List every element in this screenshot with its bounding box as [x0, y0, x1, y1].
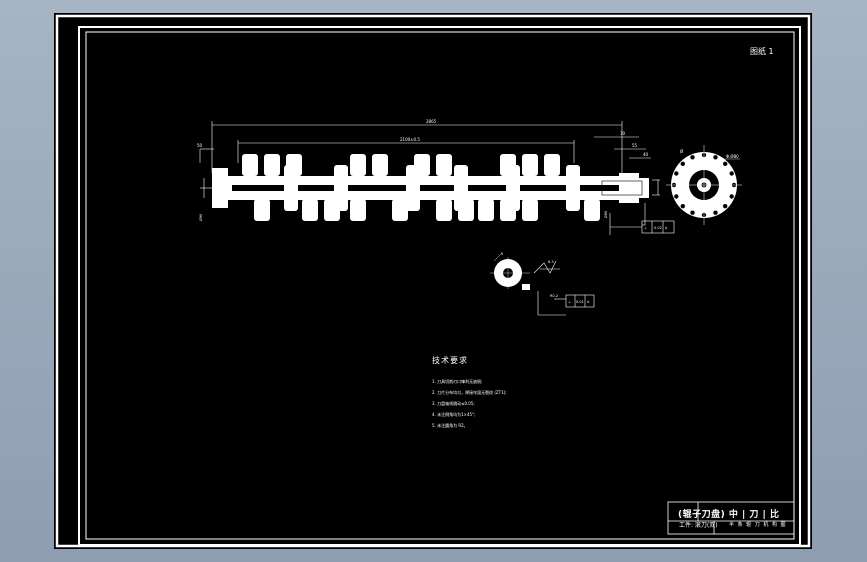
cutter-disc-middle [454, 165, 468, 211]
shaft-left-end [212, 168, 228, 208]
tech-note: 2. 刀片分布均匀，焊接牢固无裂纹 (ZT1); [432, 390, 507, 395]
dim-c: 40 [643, 152, 649, 157]
disc-tooth-notch [729, 194, 734, 199]
disc-tooth-notch [729, 171, 734, 176]
svg-text:0.01: 0.01 [576, 300, 584, 304]
svg-text:Ø60: Ø60 [603, 211, 608, 218]
tech-note: 3. 刀盘轴线跳动≤0.05; [432, 401, 475, 406]
cutter-disc-lower [436, 199, 452, 221]
cutter-disc-upper [350, 154, 366, 176]
disc-tooth-notch [680, 204, 685, 209]
shaft-bore [232, 185, 620, 191]
top-dimension-text: 2865 2100±0.5 70 55 40 50 [197, 119, 649, 157]
sheet-label: 图纸 1 [750, 47, 774, 56]
svg-text:⊥: ⊥ [568, 300, 571, 304]
technical-requirements-title: 技术要求 [432, 356, 468, 365]
side-view-disc: Ø Φ.Ø80 [666, 145, 742, 225]
inner-frame [78, 26, 801, 546]
cutter-disc-lower [350, 199, 366, 221]
dim-a: 70 [620, 131, 626, 136]
disc-tooth-notch [680, 161, 685, 166]
cutter-disc-middle [566, 165, 580, 211]
svg-text:Ø90: Ø90 [198, 214, 203, 221]
cutter-disc-middle [506, 165, 520, 211]
title-block [667, 501, 795, 535]
drawing-canvas[interactable]: 2865 2100±0.5 70 55 40 50 Ø [54, 13, 812, 549]
disc-tooth-notch [690, 210, 695, 215]
dim-d: 50 [197, 143, 203, 148]
dim-cutter-length: 2100±0.5 [400, 137, 420, 142]
disc-tooth-notch [723, 204, 728, 209]
tech-note: 4. 未注倒角均为1×45°; [432, 412, 476, 417]
svg-text:A: A [665, 226, 668, 230]
svg-text:Ø: Ø [680, 149, 683, 154]
disc-tooth-notch [713, 155, 718, 160]
right-callouts [609, 179, 675, 235]
cutter-disc-upper [436, 154, 452, 176]
cutter-disc-upper [522, 154, 538, 176]
top-dimensions [199, 121, 651, 173]
dim-total-length: 2865 [426, 119, 437, 124]
cutter-disc-upper [264, 154, 280, 176]
svg-text:0.02: 0.02 [654, 226, 662, 230]
cutter-discs [242, 154, 600, 221]
cutter-disc-lower [302, 199, 318, 221]
cutter-disc-middle [284, 165, 298, 211]
shaft-collar [619, 173, 639, 203]
cutter-disc-upper [242, 154, 258, 176]
shaft-assembly [212, 154, 649, 221]
tech-note: 1. 刀具切削刃口锋利无缺损; [432, 379, 483, 384]
disc-tooth-notch [713, 210, 718, 215]
title-block-title: (辊子刀盘) 中 | 刀 | 比 [678, 510, 780, 520]
cutter-disc-middle [334, 165, 348, 211]
border-frame [85, 31, 795, 540]
svg-text:⊥: ⊥ [644, 226, 647, 230]
disc-tooth-notch [674, 171, 679, 176]
dim-b: 55 [632, 143, 638, 148]
cutter-disc-lower [522, 199, 538, 221]
shaft-right-end [639, 178, 649, 198]
title-block-subtitle: 工件: 滚刀(双) [679, 522, 718, 529]
svg-text:A: A [587, 300, 590, 304]
cutter-disc-upper [372, 154, 388, 176]
svg-text:R0.2: R0.2 [550, 294, 558, 298]
svg-text:5: 5 [501, 252, 503, 256]
cutter-disc-lower [392, 199, 408, 221]
outer-frame [55, 14, 811, 548]
cutter-disc-lower [254, 199, 270, 221]
svg-text:Φ.Ø80: Φ.Ø80 [726, 154, 739, 159]
drawing-svg: 2865 2100±0.5 70 55 40 50 Ø [55, 14, 811, 548]
disc-tooth-notch [723, 161, 728, 166]
title-block-drawing-name: 半 条 辊 刀 机 构 图 [729, 522, 787, 528]
cutter-disc-lower [478, 199, 494, 221]
tech-note: 5. 未注圆角为 R2。 [432, 423, 468, 428]
svg-text:6.3: 6.3 [548, 260, 554, 264]
disc-tooth-notch [690, 155, 695, 160]
disc-tooth-notch [674, 194, 679, 199]
cutter-disc-upper [544, 154, 560, 176]
cutter-disc-middle [406, 165, 420, 211]
cutter-disc-lower [584, 199, 600, 221]
